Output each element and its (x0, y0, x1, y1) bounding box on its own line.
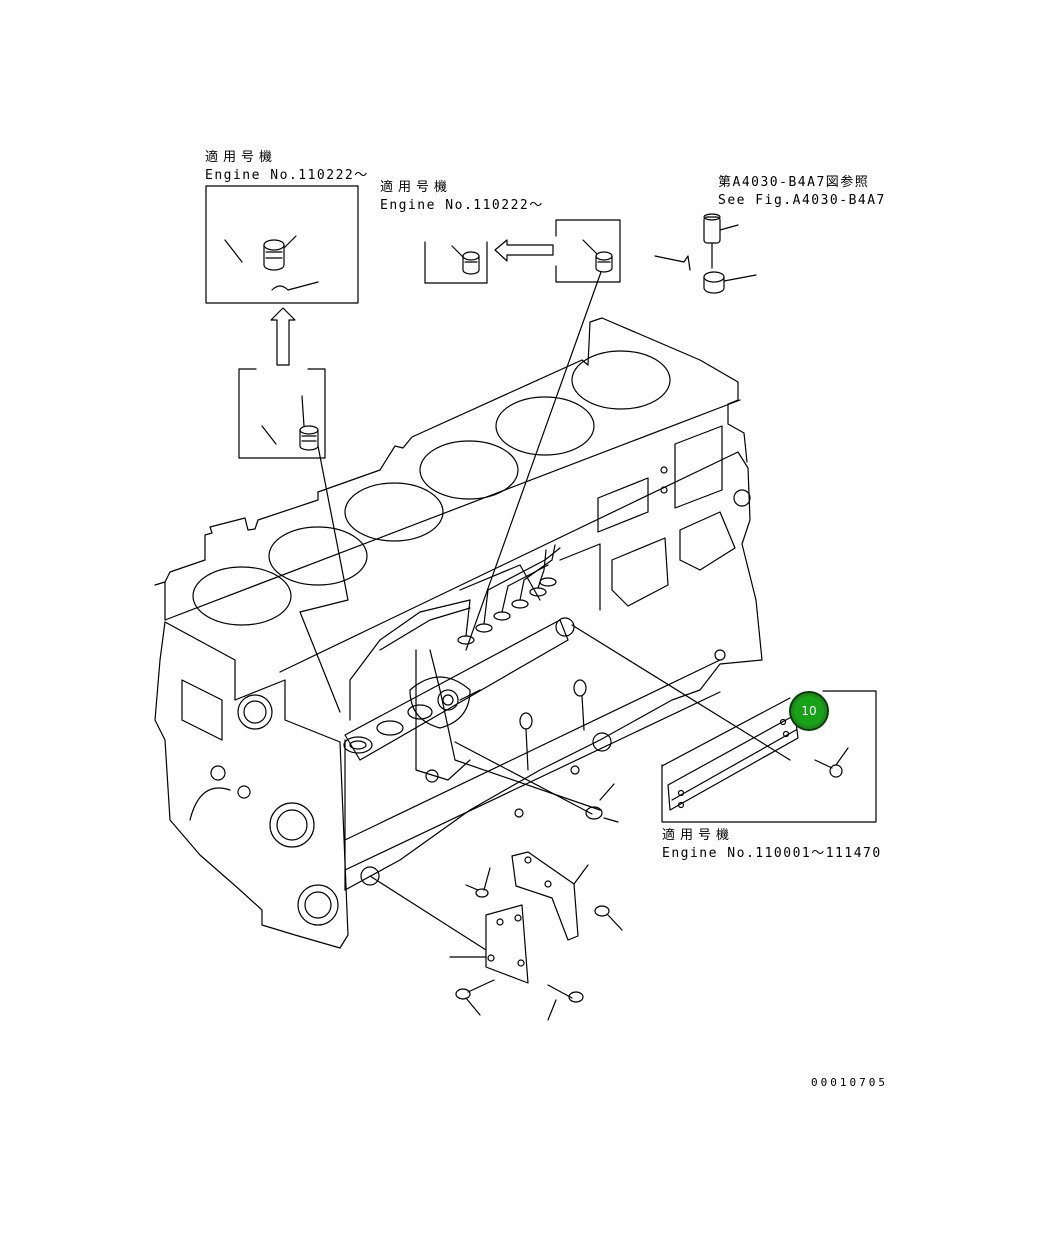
inset-frame-bracket (661, 690, 877, 823)
callout-10[interactable]: 10 (789, 691, 829, 731)
inset-arrow-left (494, 239, 554, 262)
inset-mid-label-jp: 適用号機 (380, 180, 453, 195)
engine-mount-brackets (449, 783, 623, 1021)
engine-block (154, 317, 763, 949)
inset-mid-label-en: Engine No.110222～ (380, 198, 544, 213)
inset-frame-left (205, 185, 359, 304)
inset-left-label-en: Engine No.110222～ (205, 168, 369, 183)
ref-label-en: See Fig.A4030-B4A7 (718, 193, 886, 208)
top-right-reference-part (654, 213, 757, 294)
inset-bracket-label-jp: 適用号機 (662, 828, 735, 843)
ref-label-jp: 第A4030-B4A7図参照 (718, 175, 870, 190)
inset-frame-left-lower (238, 368, 349, 713)
leader-lines (369, 624, 791, 951)
inset-left-label-jp: 適用号機 (205, 150, 278, 165)
callout-10-number: 10 (801, 704, 817, 718)
inset-arrow-up (270, 307, 296, 366)
fuel-injection-pump (343, 544, 601, 811)
inset-frame-mid-right (465, 219, 621, 651)
drawing-number: 00010705 (811, 1076, 888, 1089)
inset-bracket-label-en: Engine No.110001～111470 (662, 846, 882, 861)
inset-frame-mid (424, 241, 488, 284)
